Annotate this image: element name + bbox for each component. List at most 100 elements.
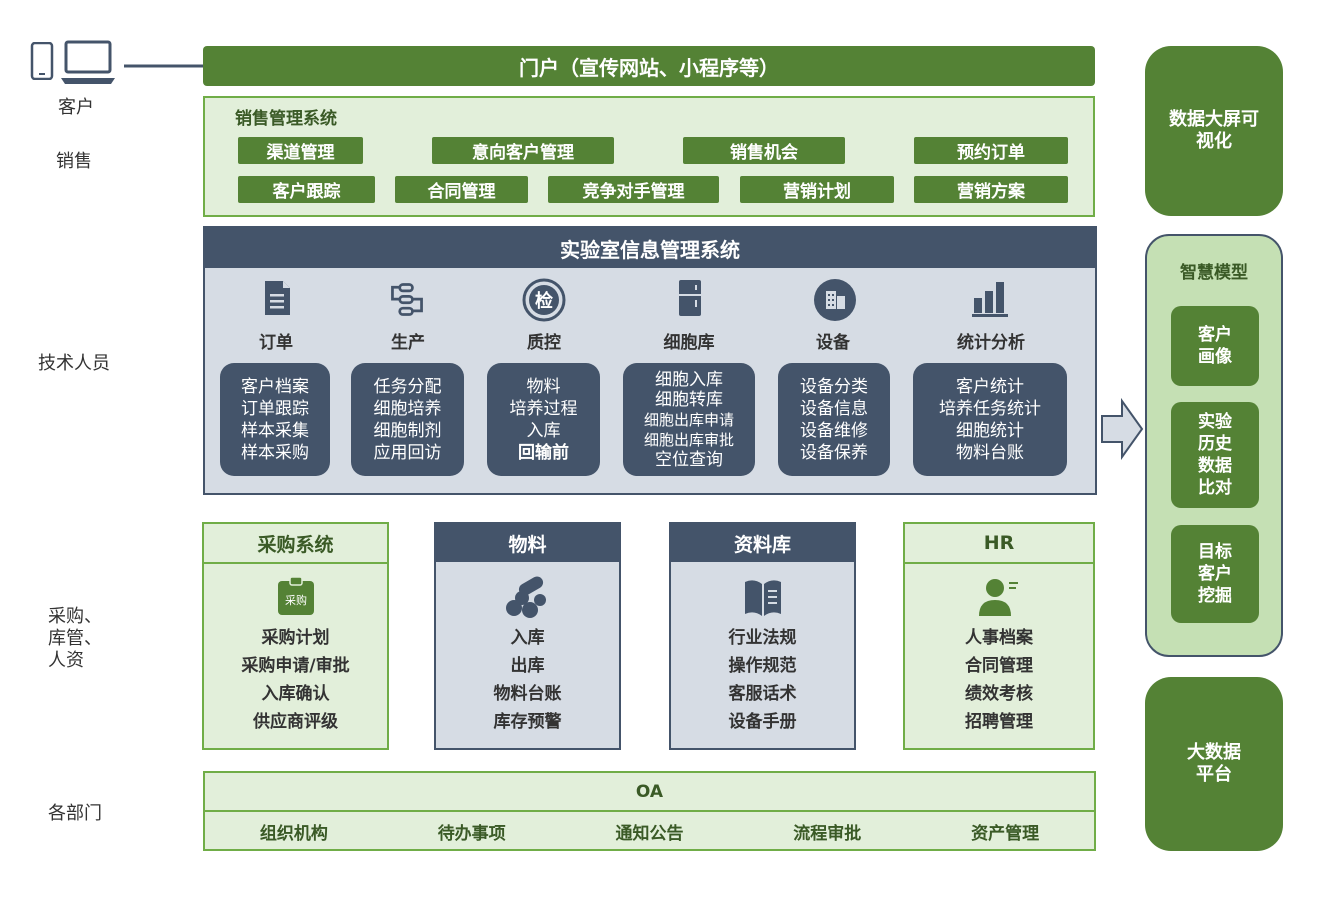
- list-item: 样本采购: [241, 442, 309, 463]
- list-item: 设备分类: [800, 376, 868, 397]
- module-statistics-box[interactable]: 客户统计 培养任务统计 细胞统计 物料台账: [913, 363, 1067, 476]
- materials-icon: [505, 576, 546, 618]
- list-item: 细胞培养: [373, 398, 442, 419]
- sales-plan-button[interactable]: 营销计划: [740, 176, 894, 203]
- sales-opportunity-button[interactable]: 销售机会: [683, 137, 845, 164]
- oa-item-notice[interactable]: 通知公告: [615, 824, 684, 844]
- list-item: 入库: [510, 628, 545, 648]
- list-item: 细胞转库: [655, 389, 723, 410]
- module-cellbank-box[interactable]: 细胞入库 细胞转库 细胞出库申请 细胞出库审批 空位查询: [623, 363, 755, 476]
- oa-item-org[interactable]: 组织机构: [259, 824, 328, 844]
- clipboard-icon: 采购: [277, 576, 314, 615]
- list-item: 入库: [526, 420, 561, 441]
- list-item: 细胞制剂: [373, 420, 442, 441]
- inspect-icon-char: 检: [535, 290, 553, 312]
- list-item: 空位查询: [655, 449, 723, 470]
- bigdata-box[interactable]: 大数据 平台: [1145, 677, 1283, 851]
- right-arrow-icon: [1101, 398, 1144, 460]
- module-qc-box[interactable]: 物料 培养过程 入库 回输前: [487, 363, 600, 476]
- panel-procurement[interactable]: 采购系统 采购 采购计划 采购申请/审批 入库确认 供应商评级: [202, 522, 389, 750]
- oa-item-todo[interactable]: 待办事项: [437, 824, 506, 844]
- book-icon: [744, 580, 781, 616]
- oa-system: OA 组织机构 待办事项 通知公告 流程审批 资产管理: [203, 771, 1096, 851]
- panel-hr-title: HR: [905, 524, 1093, 564]
- smart-target-mining-button[interactable]: 目标 客户 挖掘: [1171, 525, 1259, 623]
- list-item: 应用回访: [373, 442, 442, 463]
- oa-item-assets[interactable]: 资产管理: [971, 824, 1040, 844]
- sales-competitor-button[interactable]: 竞争对手管理: [548, 176, 719, 203]
- list-item: 入库确认: [261, 684, 330, 704]
- clipboard-icon-text: 采购: [285, 593, 307, 607]
- oa-title: OA: [205, 773, 1094, 812]
- list-item: 采购申请/审批: [241, 656, 350, 676]
- role-sales: 销售: [56, 151, 92, 172]
- module-production-box[interactable]: 任务分配 细胞培养 细胞制剂 应用回访: [351, 363, 464, 476]
- list-item: 细胞出库申请: [643, 410, 734, 429]
- panel-library-title: 资料库: [671, 524, 854, 562]
- sales-system-title: 销售管理系统: [235, 109, 337, 129]
- panel-hr-items: 人事档案 合同管理 绩效考核 招聘管理: [905, 624, 1093, 736]
- panel-materials-items: 入库 出库 物料台账 库存预警: [436, 624, 619, 736]
- list-item: 回输前: [518, 442, 569, 463]
- list-item: 客户统计: [956, 376, 1024, 397]
- list-item: 细胞入库: [655, 369, 723, 390]
- list-item: 样本采集: [241, 420, 309, 441]
- list-item: 供应商评级: [253, 712, 338, 732]
- role-tech: 技术人员: [38, 353, 110, 374]
- list-item: 设备手册: [728, 712, 797, 732]
- list-item: 培养过程: [509, 398, 578, 419]
- sales-prospect-button[interactable]: 意向客户管理: [432, 137, 614, 164]
- list-item: 绩效考核: [965, 684, 1033, 704]
- sales-channel-button[interactable]: 渠道管理: [238, 137, 363, 164]
- list-item: 物料: [526, 376, 561, 397]
- bar-chart-icon: [972, 282, 1008, 317]
- list-item: 设备维修: [800, 420, 868, 441]
- oa-item-approval[interactable]: 流程审批: [793, 824, 862, 844]
- panel-hr[interactable]: HR 人事档案 合同管理 绩效考核 招聘管理: [903, 522, 1095, 750]
- module-equipment-title: 设备: [816, 333, 850, 353]
- sales-followup-button[interactable]: 客户跟踪: [238, 176, 375, 203]
- list-item: 设备保养: [800, 442, 868, 463]
- module-qc-title: 质控: [527, 333, 561, 353]
- list-item: 合同管理: [965, 656, 1033, 676]
- role-customer: 客户: [58, 97, 94, 118]
- smart-history-compare-button[interactable]: 实验 历史 数据 比对: [1171, 402, 1259, 508]
- flow-icon: [391, 283, 423, 316]
- list-item: 物料台账: [493, 684, 562, 704]
- panel-library[interactable]: 资料库 行业法规 操作规范 客服话术 设备手册: [669, 522, 856, 750]
- sales-reservation-button[interactable]: 预约订单: [914, 137, 1068, 164]
- list-item: 物料台账: [956, 442, 1024, 463]
- laptop-icon: [61, 40, 115, 84]
- module-statistics-title: 统计分析: [957, 333, 1025, 353]
- list-item: 出库: [510, 656, 545, 676]
- list-item: 订单跟踪: [241, 398, 309, 419]
- smart-model-title: 智慧模型: [1180, 263, 1248, 283]
- list-item: 行业法规: [728, 628, 797, 648]
- portal-bar[interactable]: 门户（宣传网站、小程序等）: [203, 46, 1095, 86]
- panel-materials-title: 物料: [436, 524, 619, 562]
- list-item: 库存预警: [493, 712, 562, 732]
- dashboard-box[interactable]: 数据大屏可 视化: [1145, 46, 1283, 216]
- lims-title: 实验室信息管理系统: [205, 228, 1095, 268]
- person-icon: [979, 579, 1018, 616]
- lims-system: 实验室信息管理系统 检 订单 生产: [203, 226, 1097, 495]
- list-item: 细胞统计: [956, 420, 1024, 441]
- module-order-box[interactable]: 客户档案 订单跟踪 样本采集 样本采购: [220, 363, 330, 476]
- list-item: 设备信息: [800, 398, 868, 419]
- panel-procurement-items: 采购计划 采购申请/审批 入库确认 供应商评级: [204, 624, 387, 736]
- sales-scheme-button[interactable]: 营销方案: [914, 176, 1068, 203]
- list-item: 任务分配: [373, 376, 442, 397]
- sales-system: 销售管理系统 渠道管理 意向客户管理 销售机会 预约订单 客户跟踪 合同管理 竞…: [203, 96, 1095, 217]
- smart-customer-profile-button[interactable]: 客户 画像: [1171, 306, 1259, 386]
- sales-contract-button[interactable]: 合同管理: [395, 176, 528, 203]
- list-item: 细胞出库审批: [643, 430, 734, 449]
- role-dept: 各部门: [48, 803, 102, 824]
- fridge-icon: [679, 280, 701, 316]
- module-order-title: 订单: [259, 333, 293, 353]
- list-item: 招聘管理: [965, 712, 1033, 732]
- list-item: 客服话术: [728, 684, 797, 704]
- panel-materials[interactable]: 物料 入库 出库 物料台账 库存预警: [434, 522, 621, 750]
- module-equipment-box[interactable]: 设备分类 设备信息 设备维修 设备保养: [778, 363, 890, 476]
- role-procure: 采购、 库管、 人资: [48, 606, 102, 671]
- module-cellbank-title: 细胞库: [663, 333, 715, 353]
